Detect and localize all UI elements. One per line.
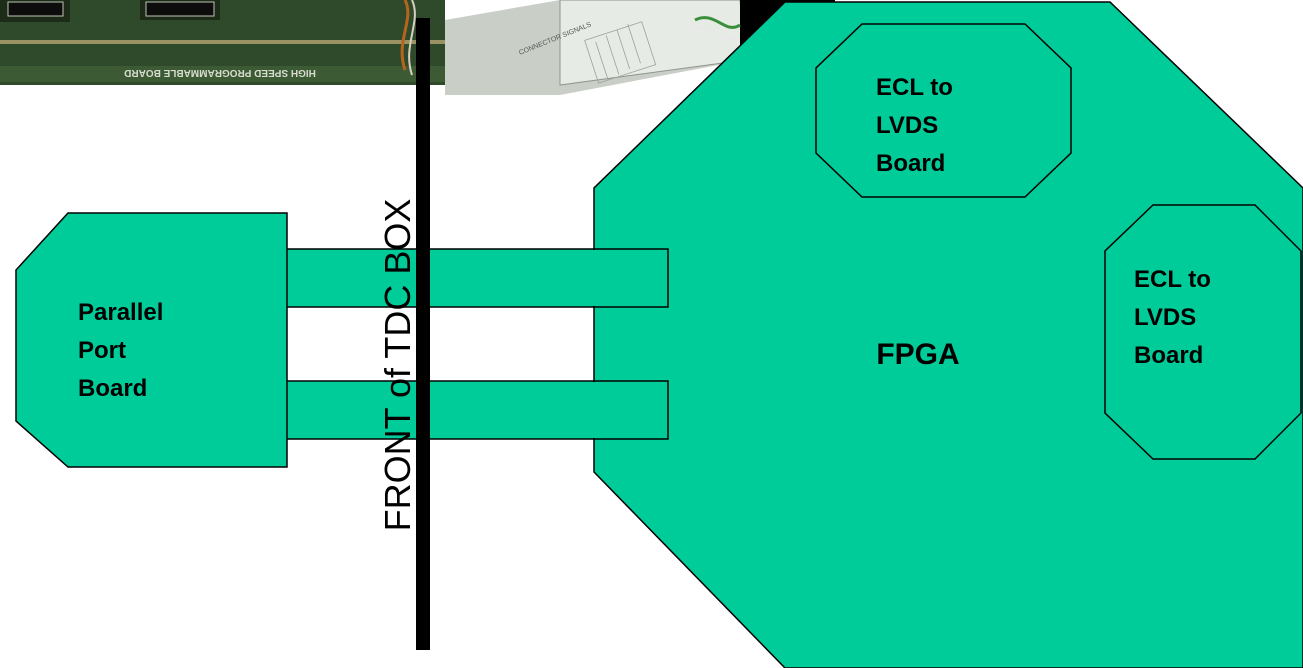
parallel-port-label-line-1: Parallel <box>78 299 163 326</box>
ecl-top-line-2: LVDS <box>876 112 938 139</box>
fpga-label: FPGA <box>876 338 959 371</box>
ecl-right-line-3: Board <box>1134 342 1203 369</box>
parallel-port-label-line-2: Port <box>78 337 126 364</box>
parallel-port-board: Parallel Port Board <box>16 213 287 467</box>
ecl-top-line-1: ECL to <box>876 74 953 101</box>
ecl-top-line-3: Board <box>876 150 945 177</box>
ecl-right-line-2: LVDS <box>1134 304 1196 331</box>
ecl-right-line-1: ECL to <box>1134 266 1211 293</box>
fpga-block: FPGA <box>593 2 1303 668</box>
divider-label: FRONT of TDC BOX <box>377 199 418 532</box>
photo-board-label: HIGH SPEED PROGRAMMABLE BOARD <box>124 67 316 78</box>
parallel-port-label-line-3: Board <box>78 375 147 402</box>
front-of-tdc-box-divider: FRONT of TDC BOX <box>377 18 430 650</box>
